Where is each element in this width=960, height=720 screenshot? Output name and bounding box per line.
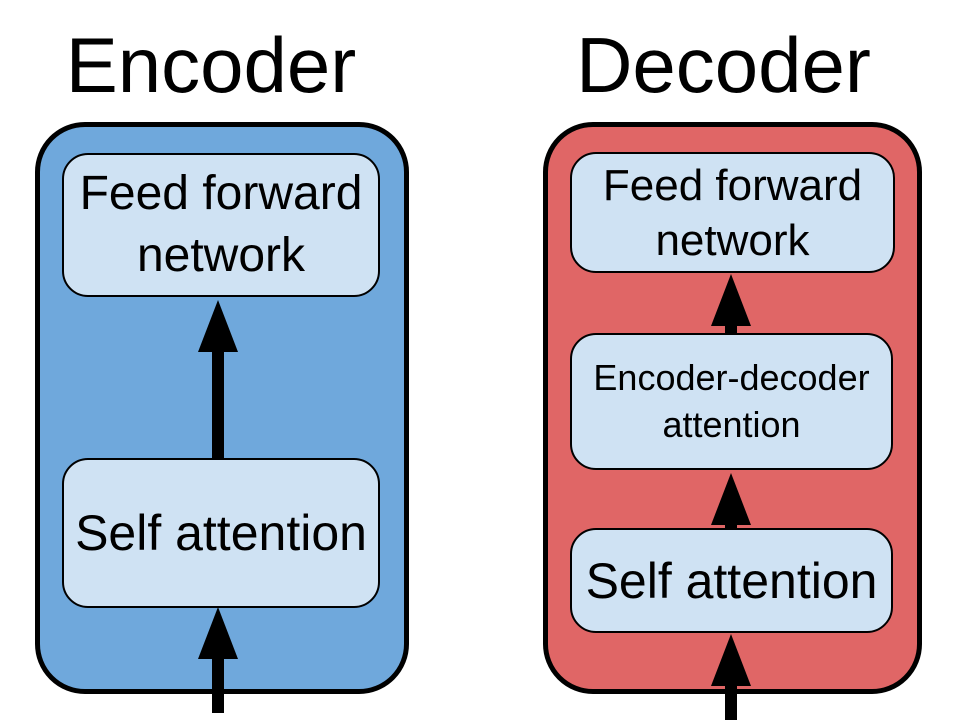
decoder-title: Decoder xyxy=(576,21,871,109)
encoder-title: Encoder xyxy=(65,21,357,109)
decoder-feed-forward-block: Feed forward network xyxy=(570,152,895,273)
encoder-feed-forward-block: Feed forward network xyxy=(62,153,380,297)
decoder-self-attention-block: Self attention xyxy=(570,528,893,633)
encoder-self-attention-label: Self attention xyxy=(75,505,367,561)
decoder-encoder-decoder-attention-label: Encoder-decoder attention xyxy=(593,356,870,445)
encoder-feed-forward-label: Feed forward network xyxy=(79,166,363,282)
decoder-self-attention-label: Self attention xyxy=(585,552,878,609)
decoder-feed-forward-label: Feed forward network xyxy=(602,160,863,265)
decoder-encoder-decoder-attention-block: Encoder-decoder attention xyxy=(570,333,893,470)
encoder-self-attention-block: Self attention xyxy=(62,458,380,608)
